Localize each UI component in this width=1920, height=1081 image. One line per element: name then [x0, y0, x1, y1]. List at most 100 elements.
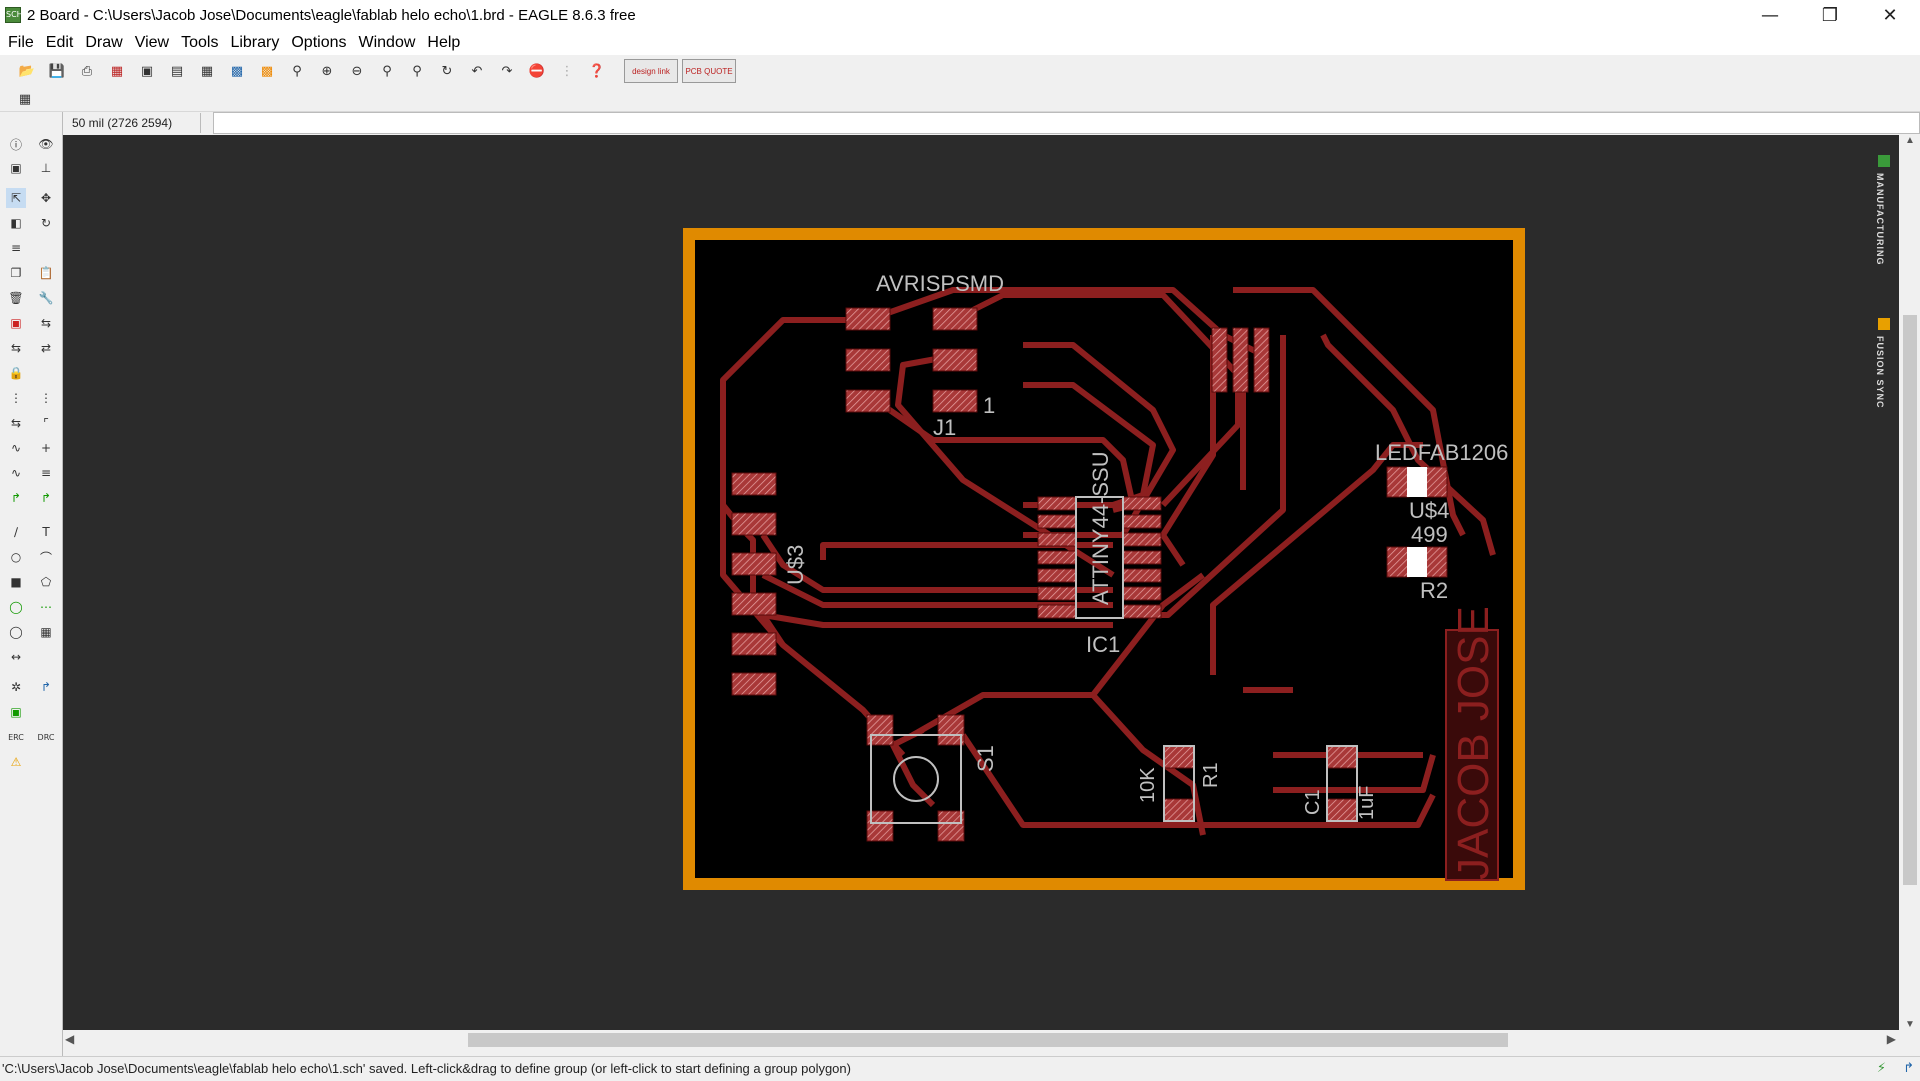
grid-icon[interactable]: ▦ [200, 63, 214, 79]
board-switch-icon[interactable]: ▣ [140, 63, 154, 79]
board-icon[interactable]: ▣ [10, 705, 22, 719]
tab-fusion-sync[interactable]: FUSION SYNC [1875, 335, 1885, 409]
info-icon[interactable]: ⓘ [9, 137, 22, 152]
delete-icon[interactable]: 🗑 [8, 291, 24, 305]
stop-icon[interactable]: ⛔ [528, 63, 546, 79]
go-icon[interactable]: ⋮ [560, 63, 574, 79]
smash-icon[interactable]: ⋮ [10, 391, 22, 405]
design-link-icon[interactable]: design link [624, 59, 678, 83]
circle-icon[interactable]: ○ [10, 550, 22, 564]
polygon-icon[interactable]: ⬠ [40, 575, 52, 589]
attribute-icon[interactable]: ▦ [40, 625, 52, 639]
menu-view[interactable]: View [134, 33, 170, 51]
align-icon[interactable]: ≡ [10, 241, 22, 255]
horizontal-scrollbar[interactable]: ◀ ▶ [63, 1030, 1900, 1050]
close-icon[interactable]: ✕ [1882, 4, 1898, 26]
u3-pads [731, 472, 777, 696]
erc-icon[interactable]: ERC [8, 732, 24, 742]
ulp-icon[interactable]: ▩ [260, 63, 274, 79]
via-icon[interactable]: ◯ [9, 600, 23, 614]
warning-icon[interactable]: ⚠ [10, 755, 22, 769]
zoom-in-icon[interactable]: ⊕ [321, 63, 333, 79]
paste-icon[interactable]: 📋 [38, 266, 54, 280]
zoom-last-icon[interactable]: ⚲ [412, 63, 422, 79]
status-route-icon[interactable]: ↱ [1903, 1061, 1914, 1076]
menu-window[interactable]: Window [358, 33, 416, 51]
redraw-icon[interactable]: ↻ [441, 63, 453, 79]
arc-icon[interactable]: ⌒ [39, 550, 52, 565]
menu-edit[interactable]: Edit [45, 33, 74, 51]
undo-icon[interactable]: ↶ [471, 63, 483, 79]
miter-icon[interactable]: ⌜ [43, 416, 49, 430]
vertical-scrollbar[interactable]: ▲ ▼ [1900, 135, 1920, 1030]
wrench-icon[interactable]: 🔧 [38, 291, 54, 305]
menu-options[interactable]: Options [291, 33, 347, 51]
lock-icon[interactable]: 🔒 [8, 366, 24, 380]
menu-tools[interactable]: Tools [181, 33, 219, 51]
print-icon[interactable]: ⎙ [81, 63, 93, 79]
rect-icon[interactable]: ■ [10, 575, 22, 589]
mark-icon[interactable]: ⊥ [40, 161, 52, 175]
hole-icon[interactable]: ◯ [9, 625, 23, 639]
route-icon[interactable]: ↱ [10, 491, 22, 505]
menu-file[interactable]: File [8, 33, 34, 51]
ratsnest-icon[interactable]: ✲ [10, 680, 22, 694]
label-r2: R2 [1420, 578, 1448, 603]
help-icon[interactable]: ❓ [588, 63, 606, 79]
pcb-quote-icon[interactable]: PCB QUOTE [682, 59, 736, 83]
open-icon[interactable]: 📂 [18, 63, 36, 79]
scroll-up-icon[interactable]: ▲ [1905, 135, 1915, 146]
zoom-select-icon[interactable]: ⚲ [382, 63, 392, 79]
mirror-icon[interactable]: ◧ [10, 216, 22, 230]
split-icon[interactable]: ⇆ [10, 416, 22, 430]
change-icon[interactable]: ⇆ [10, 341, 22, 355]
display-icon[interactable]: ▣ [10, 161, 22, 175]
copy-icon[interactable]: ❐ [10, 266, 22, 280]
script-icon[interactable]: ▩ [230, 63, 244, 79]
ripup-icon[interactable]: ↱ [40, 491, 52, 505]
text-icon[interactable]: T [42, 525, 50, 539]
menu-library[interactable]: Library [230, 33, 280, 51]
replace-icon[interactable]: ⇆ [40, 316, 52, 330]
minimize-icon[interactable]: — [1761, 4, 1779, 26]
grid-settings-icon[interactable]: ▦ [18, 91, 32, 107]
rotate-icon[interactable]: ↻ [40, 216, 52, 230]
show-icon[interactable]: 👁 [38, 137, 54, 151]
command-input[interactable] [213, 112, 1920, 134]
vertical-scroll-thumb[interactable] [1903, 315, 1917, 885]
window-title: 2 Board - C:\Users\Jacob Jose\Documents\… [27, 6, 636, 24]
swap-icon[interactable]: ⇄ [40, 341, 52, 355]
autorouter-icon[interactable]: ↱ [40, 680, 52, 694]
horizontal-scroll-thumb[interactable] [468, 1033, 1508, 1047]
restore-icon[interactable]: ❐ [1821, 4, 1839, 26]
move-icon[interactable]: ✥ [40, 191, 52, 205]
junction-icon[interactable]: + [40, 441, 52, 455]
scroll-right-icon[interactable]: ▶ [1886, 1032, 1896, 1046]
board-canvas[interactable]: AVRISPSMD J1 1 ATTINY44-SSU IC1 U$3 LEDF… [63, 135, 1899, 1030]
group-icon[interactable]: ⇱ [6, 188, 26, 208]
value-icon[interactable]: ⋮ [40, 391, 52, 405]
menu-help[interactable]: Help [427, 33, 461, 51]
save-icon[interactable]: 💾 [48, 63, 66, 79]
meander-icon[interactable]: ∿ [10, 466, 22, 480]
scroll-down-icon[interactable]: ▼ [1905, 1019, 1915, 1030]
line-icon[interactable]: ∕ [13, 525, 19, 539]
window-controls: — ❐ ✕ [1740, 0, 1920, 30]
s1-button [893, 756, 939, 802]
drc-icon[interactable]: DRC [37, 732, 55, 742]
optimize-icon[interactable]: ∿ [10, 441, 22, 455]
dimension-icon[interactable]: ↔ [10, 650, 22, 664]
menu-draw[interactable]: Draw [85, 33, 123, 51]
signal-icon[interactable]: ⋯ [40, 600, 52, 614]
zoom-fit-icon[interactable]: ⚲ [292, 63, 302, 79]
tab-manufacturing[interactable]: MANUFACTURING [1875, 173, 1885, 266]
cam-icon[interactable]: ▦ [110, 63, 124, 79]
layer-icon[interactable]: ▤ [170, 63, 184, 79]
add-icon[interactable]: ▣ [10, 316, 22, 330]
zoom-out-icon[interactable]: ⊖ [351, 63, 363, 79]
scroll-left-icon[interactable]: ◀ [65, 1032, 75, 1046]
label-r2-value: 499 [1411, 522, 1448, 547]
redo-icon[interactable]: ↷ [501, 63, 513, 79]
diff-pair-icon[interactable]: ≡ [40, 466, 52, 480]
pcb-drawing[interactable]: AVRISPSMD J1 1 ATTINY44-SSU IC1 U$3 LEDF… [63, 135, 1899, 1030]
